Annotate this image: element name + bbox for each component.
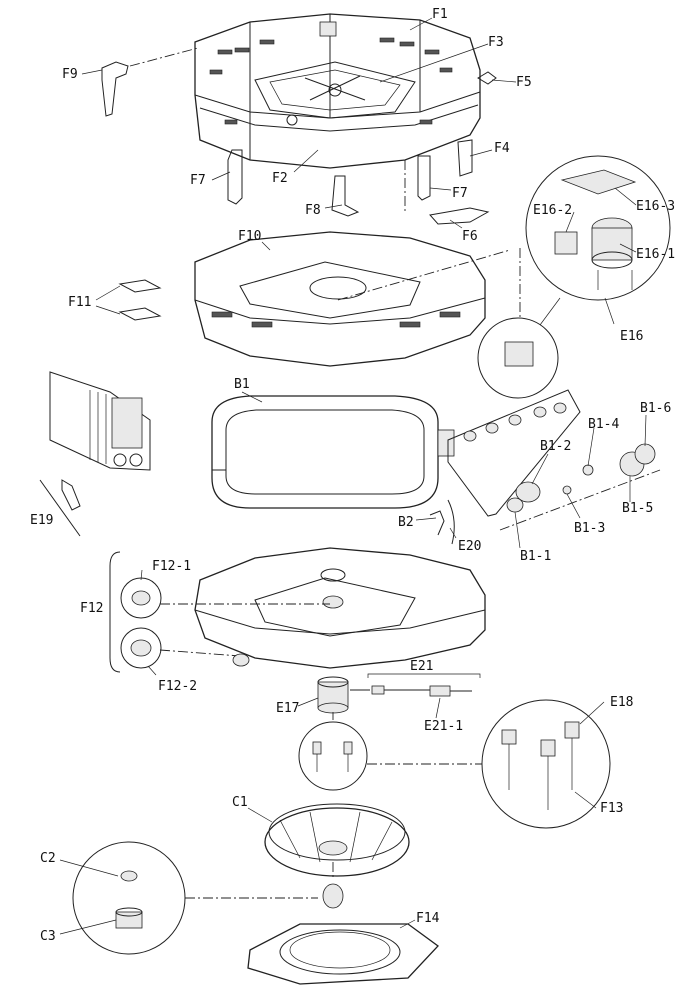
label-e16: E16 <box>620 329 643 344</box>
label-f3: F3 <box>488 35 504 50</box>
leader-lines <box>59 17 647 935</box>
label-b1-5: B1-5 <box>622 501 653 516</box>
label-e20: E20 <box>458 539 481 554</box>
motor-detail-circle <box>477 155 671 399</box>
label-e16-2: E16-2 <box>533 203 572 218</box>
label-e16-3: E16-3 <box>636 199 675 214</box>
label-f8: F8 <box>305 203 321 218</box>
label-b1-4: B1-4 <box>588 417 619 432</box>
label-f14: F14 <box>416 911 440 926</box>
centrifugal-fan <box>264 803 410 880</box>
label-f7-right: F7 <box>452 186 468 201</box>
part-labels: F1 F3 F5 F9 F4 F2 F7 F7 F8 F6 F10 F11 E1… <box>30 7 675 944</box>
label-f2: F2 <box>272 171 288 186</box>
label-e19: E19 <box>30 513 53 528</box>
bell-mouth-plate <box>247 923 439 985</box>
small-clips <box>429 499 455 545</box>
label-f5: F5 <box>516 75 532 90</box>
label-f11: F11 <box>68 295 91 310</box>
coil-ring <box>211 395 455 509</box>
coil-fittings <box>447 389 661 531</box>
label-c1: C1 <box>232 795 248 810</box>
label-b1: B1 <box>234 377 250 392</box>
motor-and-harness <box>317 673 481 720</box>
label-f1: F1 <box>432 7 448 22</box>
label-f12-2: F12-2 <box>158 679 197 694</box>
label-f12-1: F12-1 <box>152 559 191 574</box>
label-f6: F6 <box>462 229 478 244</box>
label-e21-1: E21-1 <box>424 719 463 734</box>
label-e17: E17 <box>276 701 299 716</box>
label-f10: F10 <box>238 229 261 244</box>
label-b1-6: B1-6 <box>640 401 671 416</box>
cabinet-assembly <box>194 13 481 169</box>
label-e16-1: E16-1 <box>636 247 675 262</box>
label-f4: F4 <box>494 141 510 156</box>
label-f7-left: F7 <box>190 173 206 188</box>
fan-nut-detail <box>72 841 344 955</box>
label-b1-2: B1-2 <box>540 439 571 454</box>
label-b1-3: B1-3 <box>574 521 605 536</box>
insulation-sheets <box>118 279 162 321</box>
label-b1-1: B1-1 <box>520 549 551 564</box>
label-c2: C2 <box>40 851 56 866</box>
label-e21: E21 <box>410 659 433 674</box>
mount-detail-circles <box>298 699 611 829</box>
label-f9: F9 <box>62 67 78 82</box>
label-c3: C3 <box>40 929 56 944</box>
label-f12: F12 <box>80 601 103 616</box>
drain-pan <box>194 231 511 367</box>
label-b2: B2 <box>398 515 414 530</box>
mounting-brackets <box>101 47 497 225</box>
label-f13: F13 <box>600 801 623 816</box>
casing-panel <box>109 547 486 673</box>
label-e18: E18 <box>610 695 633 710</box>
heat-exchanger-detail <box>39 371 151 537</box>
